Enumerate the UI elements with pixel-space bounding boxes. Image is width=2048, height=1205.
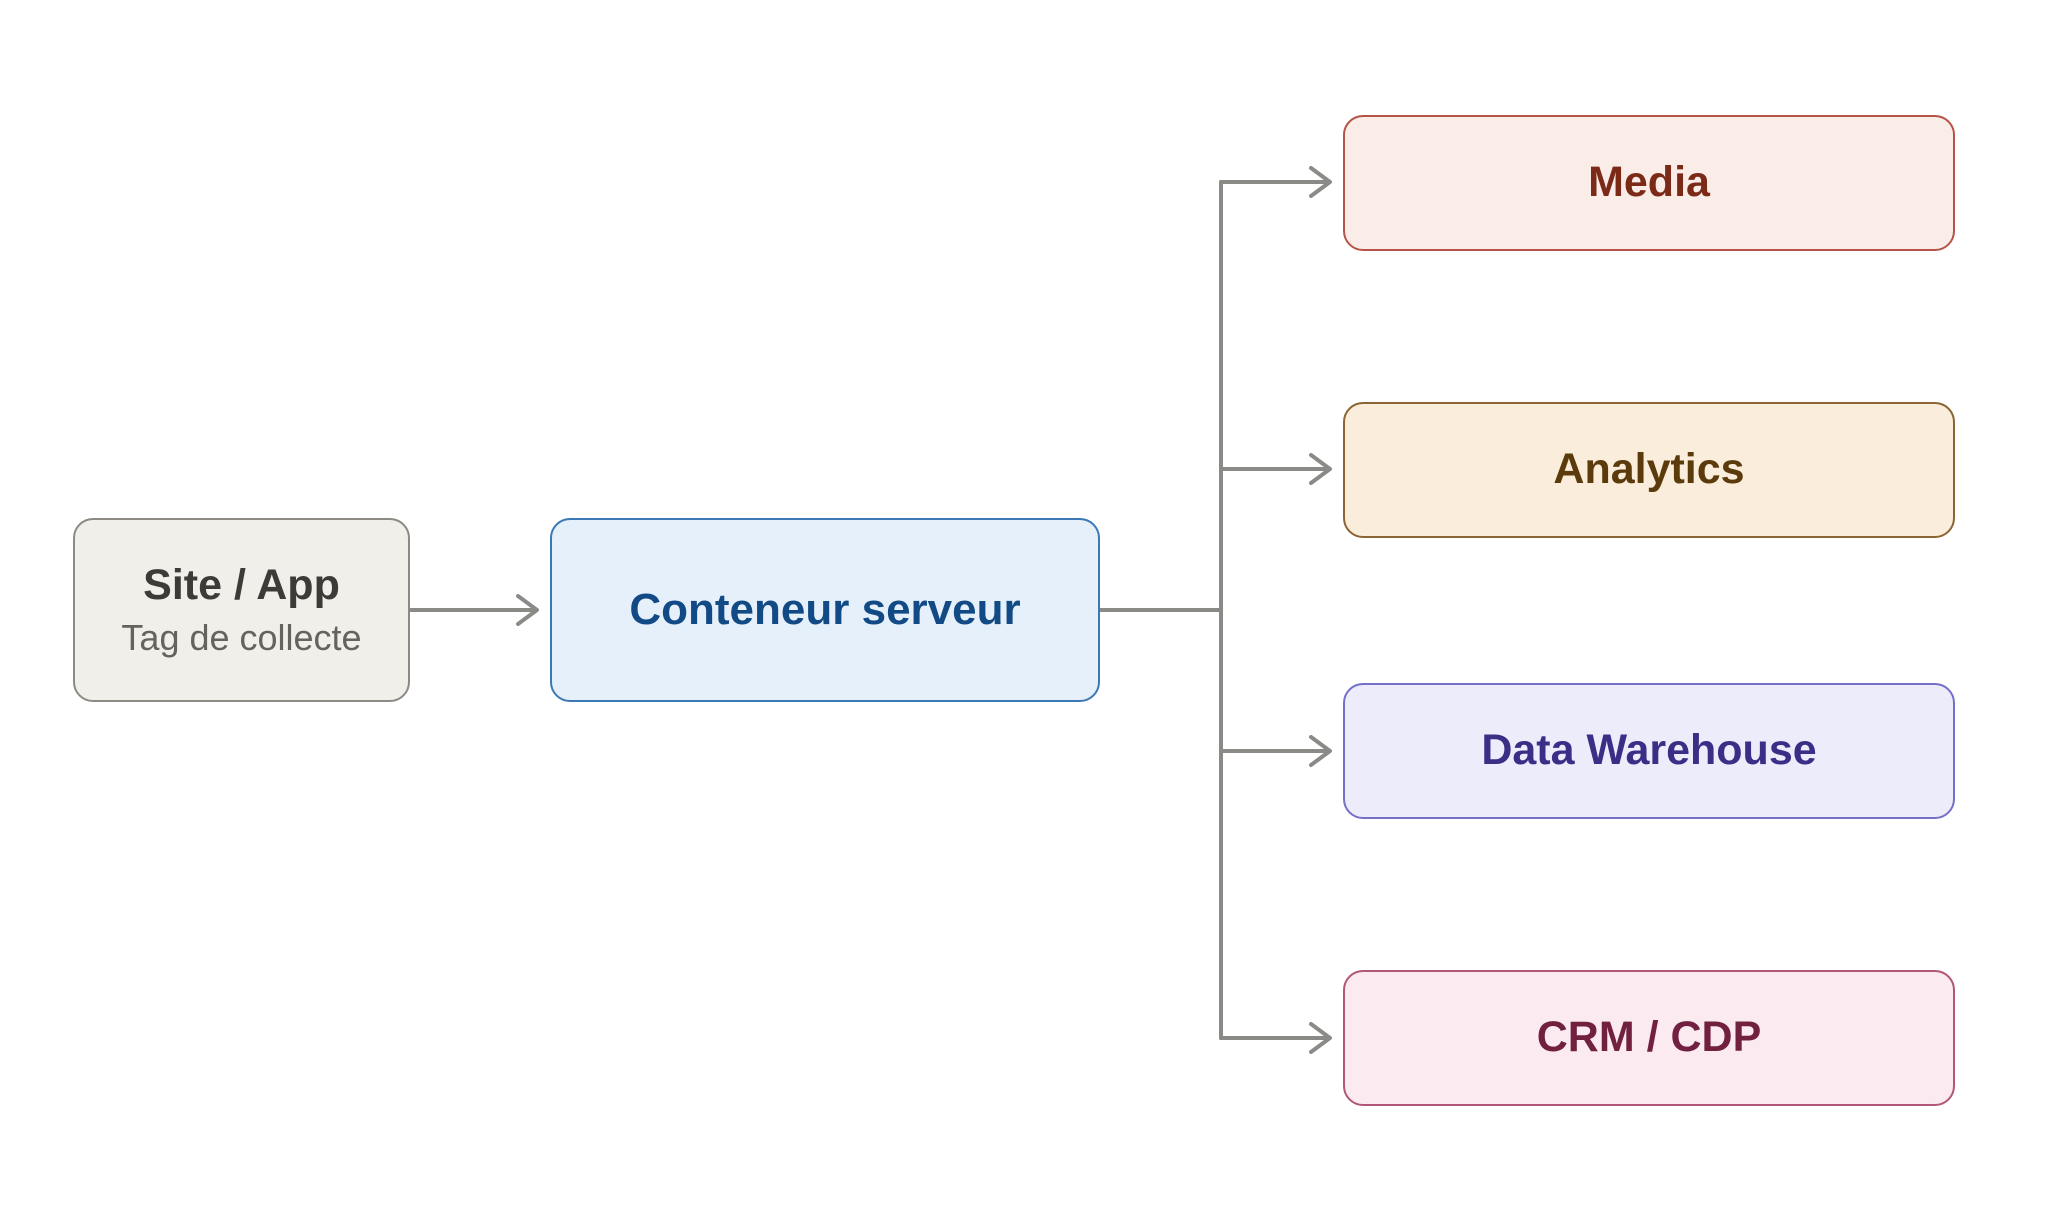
destination-analytics: Analytics — [1343, 402, 1955, 538]
arrowhead-crm — [1309, 1022, 1332, 1054]
arrowhead-server — [516, 594, 539, 626]
server-container-node: Conteneur serveur — [550, 518, 1100, 702]
destination-media: Media — [1343, 115, 1955, 251]
server-title: Conteneur serveur — [629, 584, 1021, 634]
arrowhead-media — [1309, 166, 1332, 198]
source-title: Site / App — [143, 560, 340, 609]
destination-analytics-title: Analytics — [1553, 445, 1745, 494]
destination-crm-cdp: CRM / CDP — [1343, 970, 1955, 1106]
destination-crm-cdp-title: CRM / CDP — [1536, 1013, 1762, 1062]
destination-data-warehouse: Data Warehouse — [1343, 683, 1955, 819]
source-subtitle: Tag de collecte — [121, 617, 362, 659]
arrowhead-analytics — [1309, 453, 1332, 485]
destination-data-warehouse-title: Data Warehouse — [1481, 726, 1817, 775]
arrowhead-data-warehouse — [1309, 735, 1332, 767]
destination-media-title: Media — [1588, 158, 1710, 207]
source-node: Site / App Tag de collecte — [73, 518, 410, 702]
